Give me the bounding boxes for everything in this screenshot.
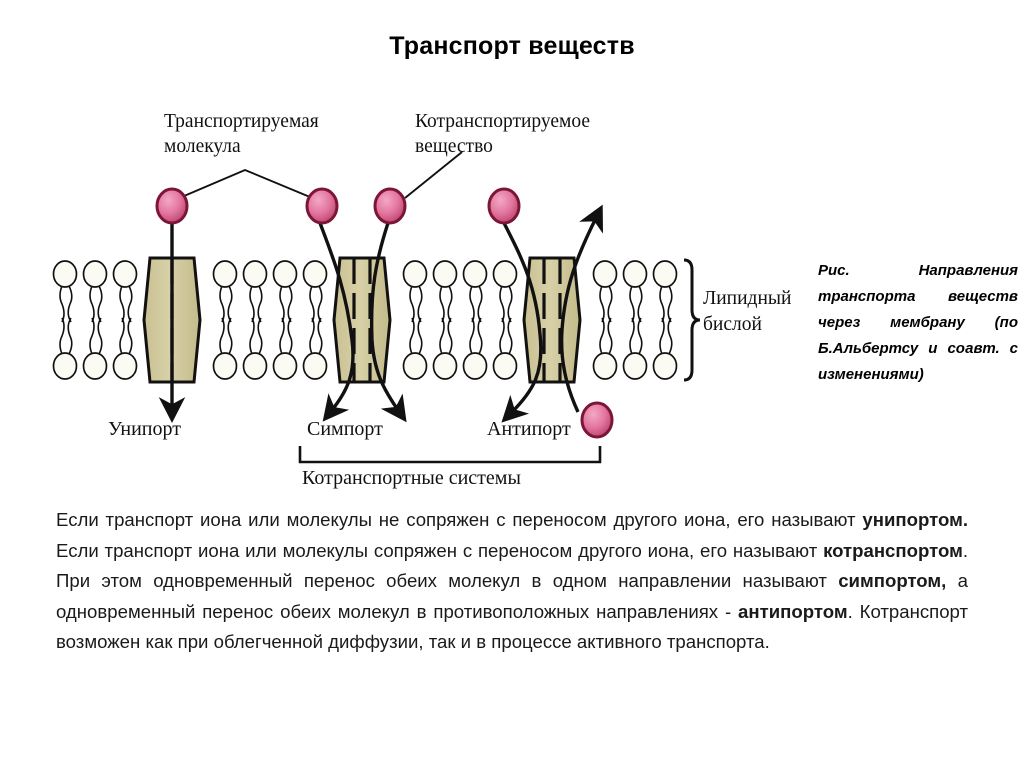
label-cotransport-systems: Котранспортные системы xyxy=(302,467,521,489)
arrow-antiport-outward xyxy=(559,204,603,413)
body-term-bold: симпортом, xyxy=(838,570,947,591)
molecule-1 xyxy=(155,187,189,225)
label-transported-molecule-line2: молекула xyxy=(164,136,241,157)
transported-molecules xyxy=(155,187,614,439)
body-paragraph: Если транспорт иона или молекулы не сопр… xyxy=(56,505,968,658)
transport-arrows xyxy=(158,204,603,423)
label-transported-molecule-line1: Транспортируемая xyxy=(164,111,319,132)
lipid-bilayer-brace xyxy=(683,258,701,382)
label-cotransported-substance-line1: Котранспортируемое xyxy=(415,111,590,132)
figure-top-labels: Транспортируемая молекула Котранспортиру… xyxy=(164,111,590,157)
arrow-symport-right xyxy=(369,222,407,423)
molecule-5 xyxy=(580,401,614,439)
body-text-run: а одновременный перенос обеих молекул в … xyxy=(56,570,968,622)
figure-caption: Рис. Направления транспорта веществ чере… xyxy=(818,262,1018,383)
body-text-run: Если транспорт иона или молекулы не сопр… xyxy=(56,509,863,530)
cotransport-systems-annotation: Котранспортные системы xyxy=(298,446,602,489)
molecule-3 xyxy=(373,187,407,225)
arrow-antiport-inward xyxy=(501,222,543,423)
label-cotransported-substance-line2: вещество xyxy=(415,136,493,157)
body-text-run: . При этом одновременный перенос обеих м… xyxy=(56,539,968,592)
phospholipid-upper-leaflet xyxy=(52,260,678,323)
body-term-bold: котранспортом xyxy=(823,539,963,561)
label-symport: Симпорт xyxy=(307,418,383,440)
arrow-symport-left xyxy=(318,222,355,422)
figure-bottom-labels: Унипорт Симпорт Антипорт xyxy=(108,418,571,440)
lipid-bilayer-annotation: Липидный бислой xyxy=(683,258,791,382)
page-title: Транспорт веществ xyxy=(389,32,635,60)
molecule-4 xyxy=(487,187,521,225)
body-text-run: . Котранспорт возможен как при облегченн… xyxy=(56,600,968,653)
label-lipid-bilayer-line1: Липидный xyxy=(703,288,791,309)
diagram-svg: Транспортируемая молекула Котранспортиру… xyxy=(52,111,791,489)
molecule-2 xyxy=(305,187,339,225)
body-text-run: Если транспорт иона или молекулы сопряже… xyxy=(56,539,824,561)
cotransport-bracket xyxy=(298,446,602,464)
label-uniport: Унипорт xyxy=(108,418,181,440)
phospholipid-lower-leaflet xyxy=(52,317,678,380)
membrane-transport-diagram: Транспортируемая молекула Котранспортиру… xyxy=(0,90,800,490)
label-leader-lines xyxy=(169,151,463,203)
body-term-bold: антипортом xyxy=(738,600,848,622)
lipid-bilayer xyxy=(52,260,678,380)
transport-protein-symport xyxy=(332,256,392,384)
label-lipid-bilayer-line2: бислой xyxy=(703,314,762,335)
transport-protein-antiport xyxy=(522,256,582,384)
label-antiport: Антипорт xyxy=(487,418,571,440)
body-term-bold: унипортом. xyxy=(862,509,968,530)
